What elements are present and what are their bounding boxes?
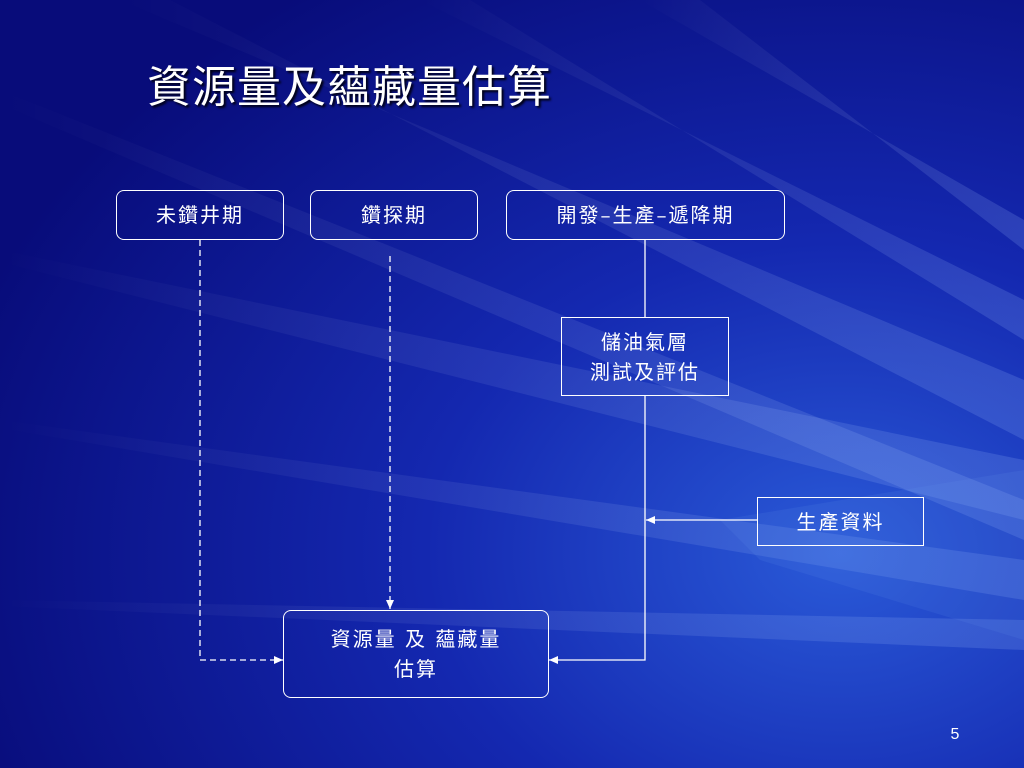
- stage-development-label: 開發–生產–遞降期: [556, 203, 735, 227]
- stage-development-box: 開發–生產–遞降期: [506, 190, 785, 240]
- production-data-box: 生產資料: [757, 497, 924, 546]
- reservoir-test-line1: 儲油氣層: [601, 329, 689, 354]
- stage-exploration-box: 鑽探期: [310, 190, 478, 240]
- reservoir-test-box: 儲油氣層 測試及評估: [561, 317, 729, 396]
- estimate-box: 資源量 及 蘊藏量 估算: [283, 610, 549, 698]
- stage-undrilled-label: 未鑽井期: [156, 203, 244, 227]
- page-number: 5: [950, 726, 960, 743]
- slide-title: 資源量及蘊藏量估算: [147, 62, 552, 113]
- production-data-label: 生產資料: [796, 509, 885, 534]
- estimate-line2: 估算: [394, 657, 438, 681]
- stage-exploration-label: 鑽探期: [361, 203, 427, 227]
- estimate-line1: 資源量 及 蘊藏量: [330, 627, 502, 651]
- stage-undrilled-box: 未鑽井期: [116, 190, 284, 240]
- test-to-estimate-connector: [549, 396, 646, 664]
- undrilled-to-estimate-connector: [199, 240, 283, 664]
- reservoir-test-line2: 測試及評估: [590, 359, 700, 384]
